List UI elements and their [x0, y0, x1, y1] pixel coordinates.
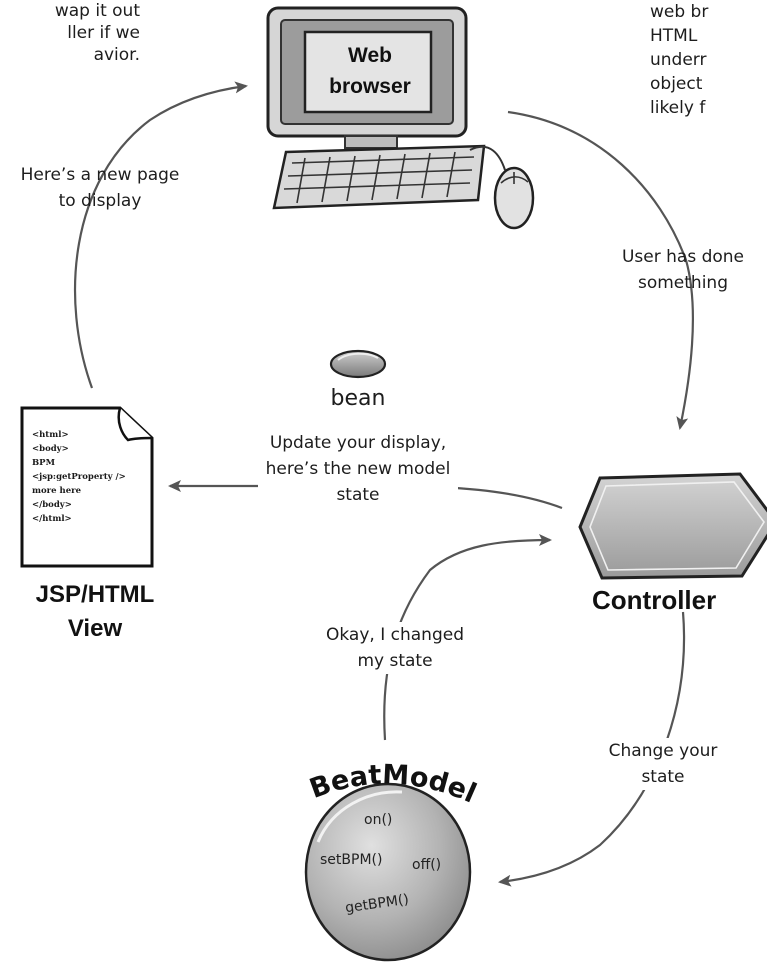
top-right-note-line: object: [650, 74, 703, 94]
change-state-label-line: Change your: [608, 741, 718, 761]
computer-icon: [266, 6, 535, 230]
update-display-label-line: here’s the new model: [265, 459, 451, 479]
update-display-label: Update your display, here’s the new mode…: [258, 430, 458, 508]
document-code: <html> <body> BPM <jsp:getProperty /> mo…: [32, 428, 172, 526]
user-action-label-line: User has done: [621, 247, 745, 267]
arrow-controller-to-model: [498, 611, 686, 887]
bean-icon: [329, 349, 387, 379]
method-off: off(): [412, 857, 442, 873]
code-line: <jsp:getProperty />: [32, 472, 126, 482]
new-page-label-line: Here’s a new page: [20, 165, 180, 185]
beatmodel-sphere-icon: [304, 782, 472, 962]
change-state-label-line: state: [641, 767, 685, 787]
view-title: JSP/HTML View: [10, 578, 180, 646]
code-line: </body>: [32, 500, 72, 510]
document-icon: [20, 406, 154, 568]
arrow-to-browser: [73, 81, 248, 389]
update-display-label-line: Update your display,: [269, 433, 447, 453]
user-action-label-line: something: [637, 273, 728, 293]
changed-state-label-line: Okay, I changed: [326, 625, 464, 645]
top-left-note-line: avior.: [93, 45, 140, 65]
top-right-note-line: underr: [650, 50, 707, 70]
method-on: on(): [364, 812, 393, 828]
browser-screen-label: Web browser: [315, 40, 425, 102]
changed-state-label-line: my state: [357, 651, 433, 671]
top-right-note-line: likely f: [650, 98, 706, 118]
top-right-note-line: web br: [650, 2, 709, 22]
controller-icon: [578, 472, 767, 580]
arrow-to-controller: [507, 110, 695, 430]
change-state-label: Change your state: [588, 738, 738, 790]
controller-title: Controller: [592, 585, 717, 615]
top-right-note: web br HTML underr object likely f: [650, 0, 767, 120]
changed-state-label: Okay, I changed my state: [310, 622, 480, 674]
bean-label: bean: [330, 386, 386, 411]
code-line: BPM: [32, 458, 55, 468]
view-title-line1: JSP/HTML: [35, 581, 155, 608]
code-line: <body>: [32, 444, 69, 454]
update-display-label-line: state: [336, 485, 380, 505]
new-page-label-line: to display: [58, 191, 142, 211]
view-title-line2: View: [67, 615, 123, 642]
arrow-model-to-controller: [383, 534, 552, 741]
top-left-note-line: wap it out: [54, 1, 140, 21]
method-setbpm: setBPM(): [320, 852, 383, 868]
top-left-note-line: ller if we: [67, 23, 140, 43]
top-right-note-line: HTML: [650, 26, 698, 46]
code-line: </html>: [32, 514, 72, 524]
user-action-label: User has done something: [598, 244, 767, 296]
browser-label-line1: Web: [348, 44, 392, 67]
code-line: <html>: [32, 430, 69, 440]
top-left-note: wap it out ller if we avior.: [0, 0, 140, 66]
code-line: more here: [32, 486, 81, 496]
browser-label-line2: browser: [329, 75, 411, 98]
new-page-label: Here’s a new page to display: [0, 162, 200, 214]
